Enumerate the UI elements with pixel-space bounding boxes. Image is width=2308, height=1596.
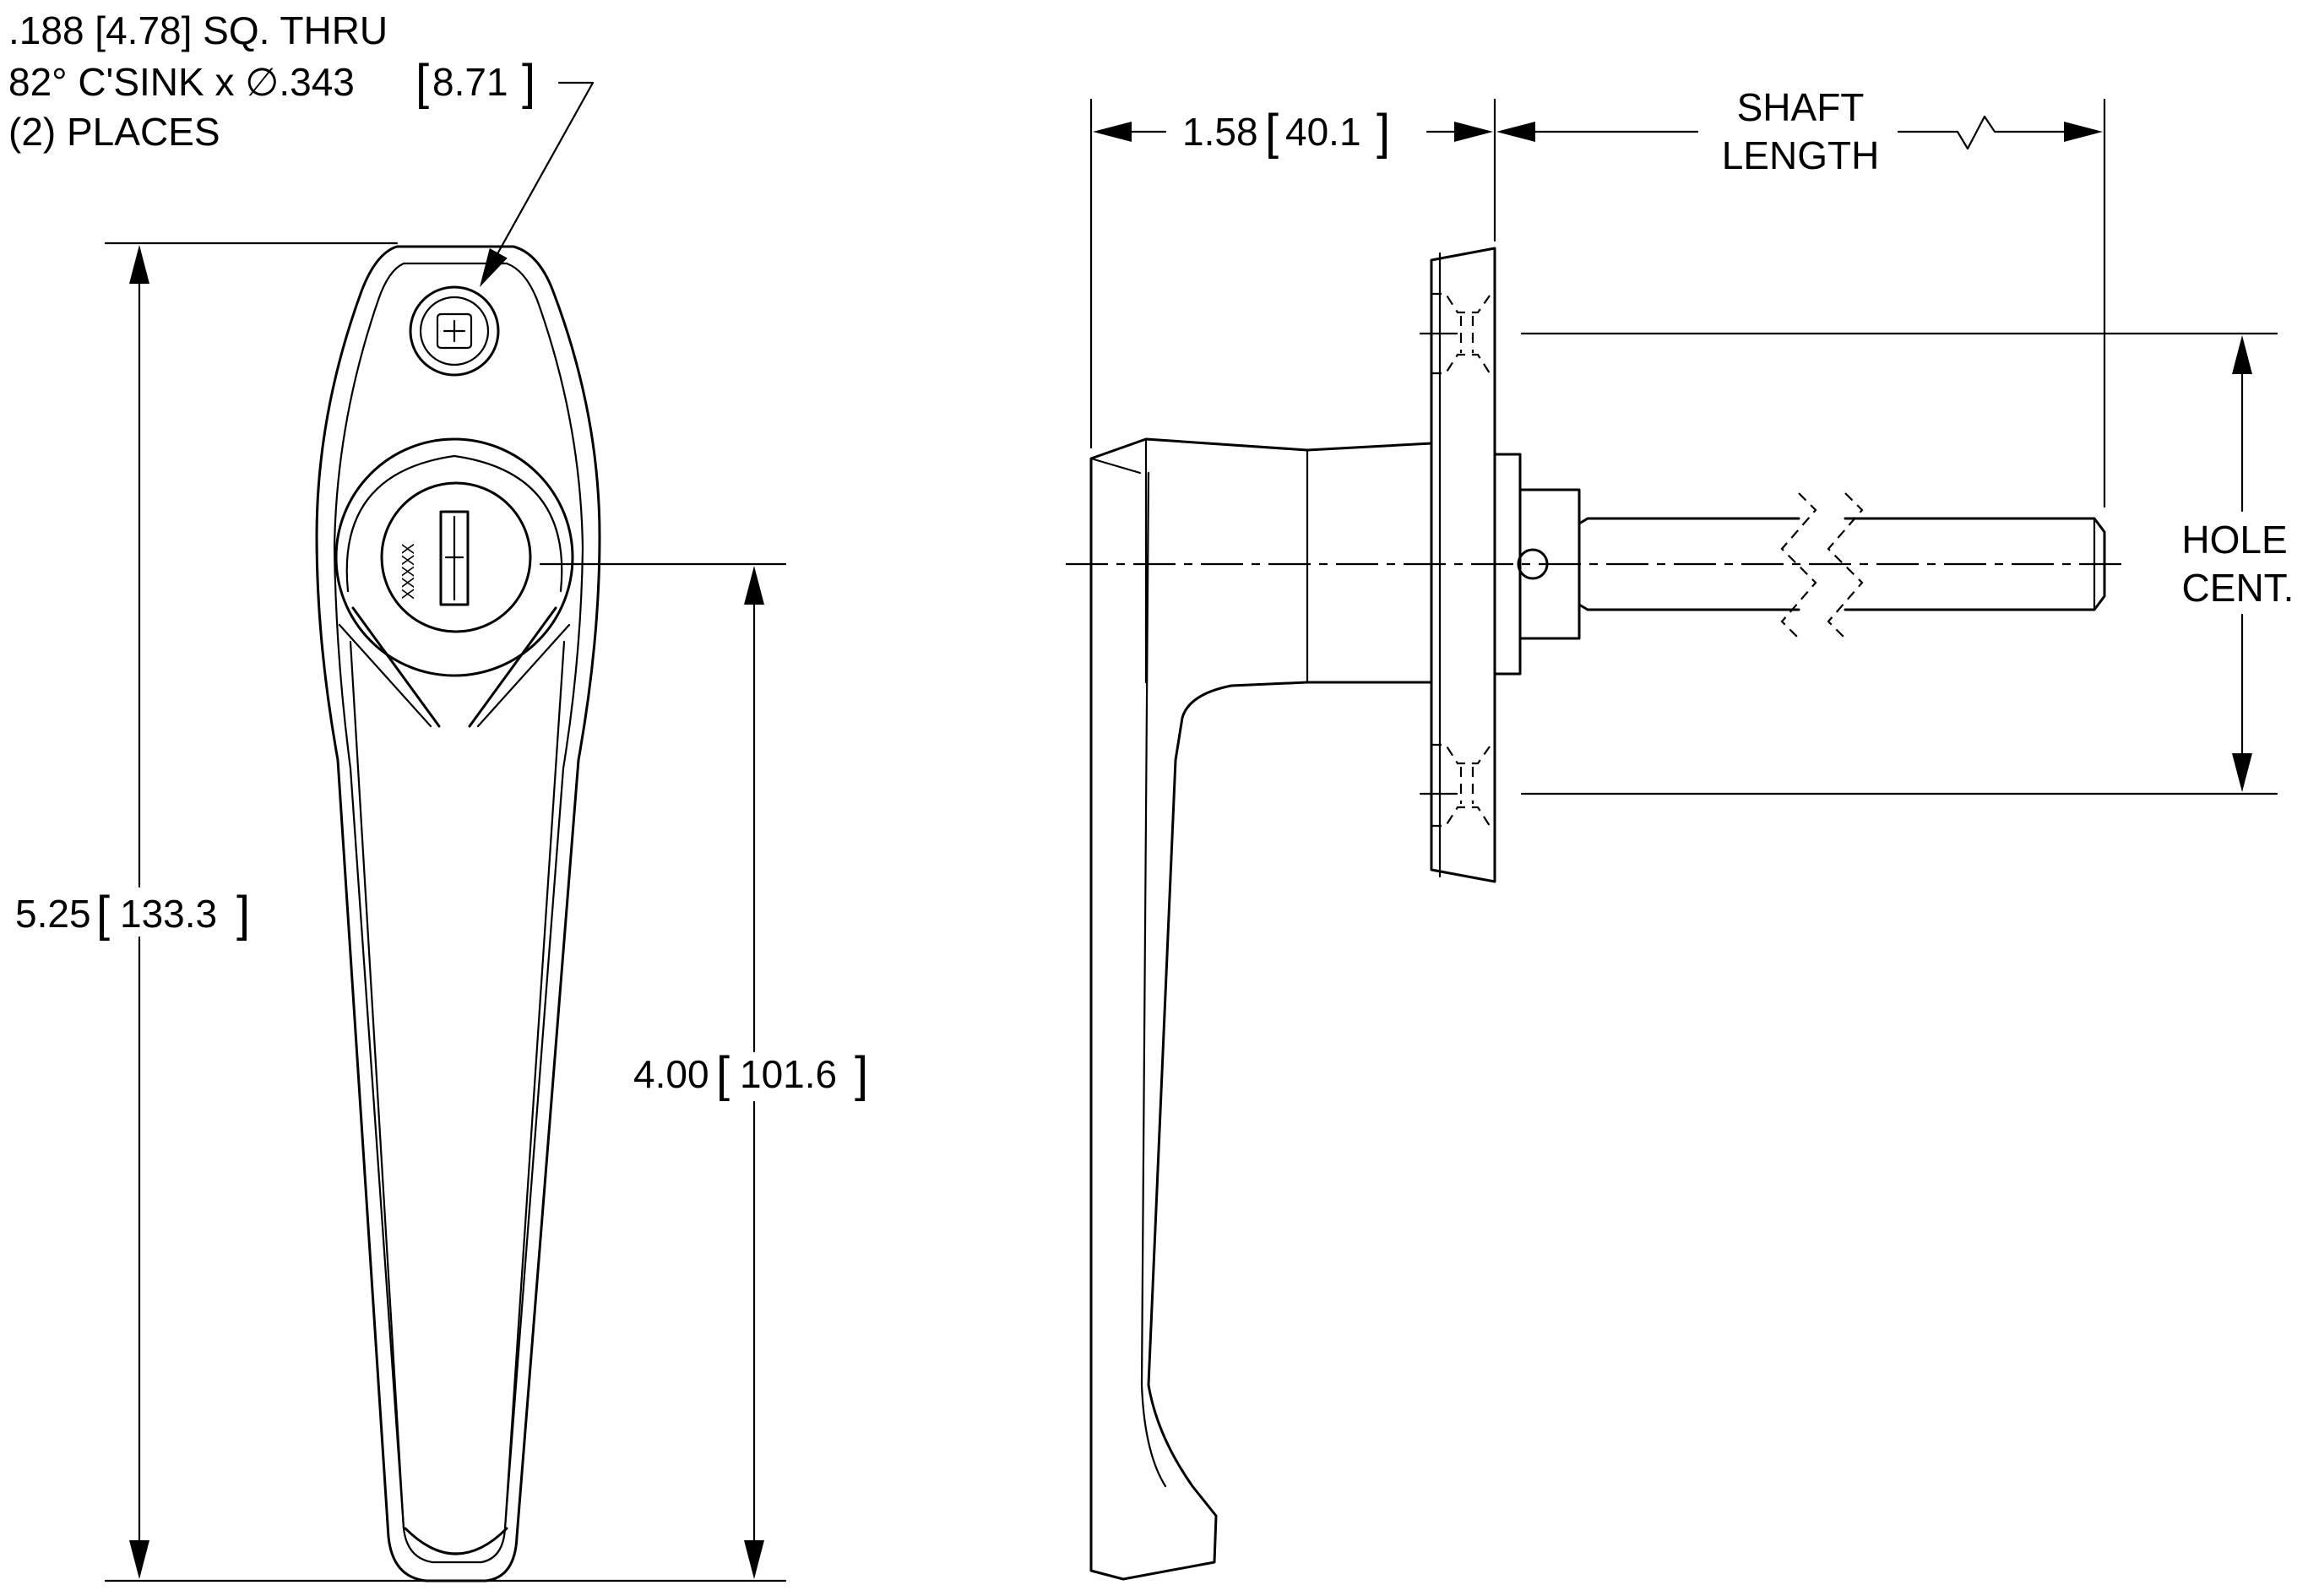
key-cylinder-icon: XXXXX: [380, 481, 532, 633]
diameter-symbol-icon: ∅: [245, 60, 279, 104]
svg-text:[: [: [96, 887, 110, 942]
side-view: [1066, 247, 2128, 1581]
svg-text:]: ]: [1377, 105, 1390, 160]
phillips-screw-icon: [409, 285, 500, 377]
hole-centers-line-2: CENT.: [2182, 566, 2294, 610]
callout-line-2-prefix: 82° C'SINK x: [8, 60, 245, 104]
callout-line-3: (2) PLACES: [8, 110, 220, 154]
lock-to-end-value: 4.00: [633, 1052, 709, 1096]
countersink-callout: .188 [4.78] SQ. THRU 82° C'SINK x ∅.343 …: [8, 8, 595, 292]
handle-spine-right: [503, 640, 566, 1530]
svg-text:[: [: [1265, 105, 1279, 160]
dimension-hole-centers: HOLE CENT.: [1419, 332, 2294, 795]
overall-height-metric: 133.3: [120, 892, 217, 936]
lock-to-end-metric: 101.6: [740, 1052, 837, 1096]
front-view: XXXXX: [315, 245, 787, 1582]
svg-text:82° C'SINK x ∅.343: 82° C'SINK x ∅.343: [8, 60, 355, 104]
handle-spine-left: [349, 640, 405, 1530]
side-handle-inner: [1140, 437, 1167, 1488]
side-handle-profile: [1089, 437, 1433, 1581]
svg-text:]: ]: [522, 55, 535, 110]
callout-line-2-metric: 8.71: [432, 60, 508, 104]
projection-value: 1.58: [1182, 110, 1258, 154]
dimension-lock-to-end: 4.00 [ 101.6 ]: [633, 566, 868, 1579]
handle-outline: [315, 245, 601, 1582]
lock-boss: [334, 437, 574, 728]
key-code-marking: XXXXX: [399, 543, 418, 600]
side-handle-face: [1089, 457, 1142, 475]
svg-text:]: ]: [236, 887, 250, 942]
shaft: [1578, 492, 2106, 639]
overall-height-value: 5.25: [15, 892, 91, 936]
svg-text:[: [: [716, 1047, 730, 1102]
break-line-icon: [1780, 492, 1864, 639]
shaft-length-line-1: SHAFT: [1737, 85, 1865, 129]
projection-metric: 40.1: [1285, 110, 1361, 154]
callout-line-2-value: .343: [279, 60, 355, 104]
handle-inner-outline: [333, 262, 584, 1564]
callout-line-1: .188 [4.78] SQ. THRU: [8, 8, 388, 52]
hole-centers-line-1: HOLE: [2181, 518, 2287, 562]
svg-text:[: [: [415, 55, 429, 110]
dimension-projection: 1.58 [ 40.1 ]: [1089, 98, 1496, 449]
thumb-groove: [404, 1527, 508, 1555]
dimension-shaft-length: SHAFT LENGTH: [1496, 85, 2106, 508]
shaft-length-line-2: LENGTH: [1722, 133, 1880, 177]
dimension-overall-height: 5.25 [ 133.3 ]: [15, 242, 787, 1582]
svg-text:]: ]: [855, 1047, 868, 1102]
